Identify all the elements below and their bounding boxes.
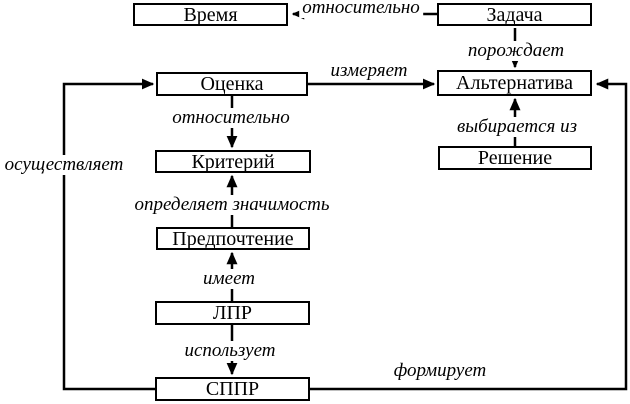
edge-label-relative-to-top: относительно <box>299 0 423 18</box>
node-task: Задача <box>437 3 592 26</box>
node-decision: Решение <box>438 146 592 170</box>
edge-label-carries-out: осуществляет <box>1 155 127 175</box>
edge-label-selected-from: выбирается из <box>453 117 581 137</box>
node-alternative: Альтернатива <box>437 70 592 96</box>
node-dm: ЛПР <box>155 301 310 325</box>
edge-label-has: имеет <box>200 269 258 289</box>
edge-label-measures: измеряет <box>327 61 411 81</box>
edge-label-generates: порождает <box>464 41 568 61</box>
edge-label-relative-to-mid: относительно <box>169 108 293 128</box>
node-criterion: Критерий <box>155 150 311 173</box>
node-dss: СППР <box>155 377 310 401</box>
edge-dss-alternative <box>310 78 628 391</box>
edge-label-forms: формирует <box>390 361 490 381</box>
edge-label-defines-significance: определяет значимость <box>131 195 333 215</box>
node-preference: Предпочтение <box>156 227 310 250</box>
edge-dss-evaluation <box>62 78 155 391</box>
node-evaluation: Оценка <box>156 72 308 96</box>
edge-label-uses: использует <box>181 341 279 361</box>
node-time: Время <box>133 3 288 26</box>
